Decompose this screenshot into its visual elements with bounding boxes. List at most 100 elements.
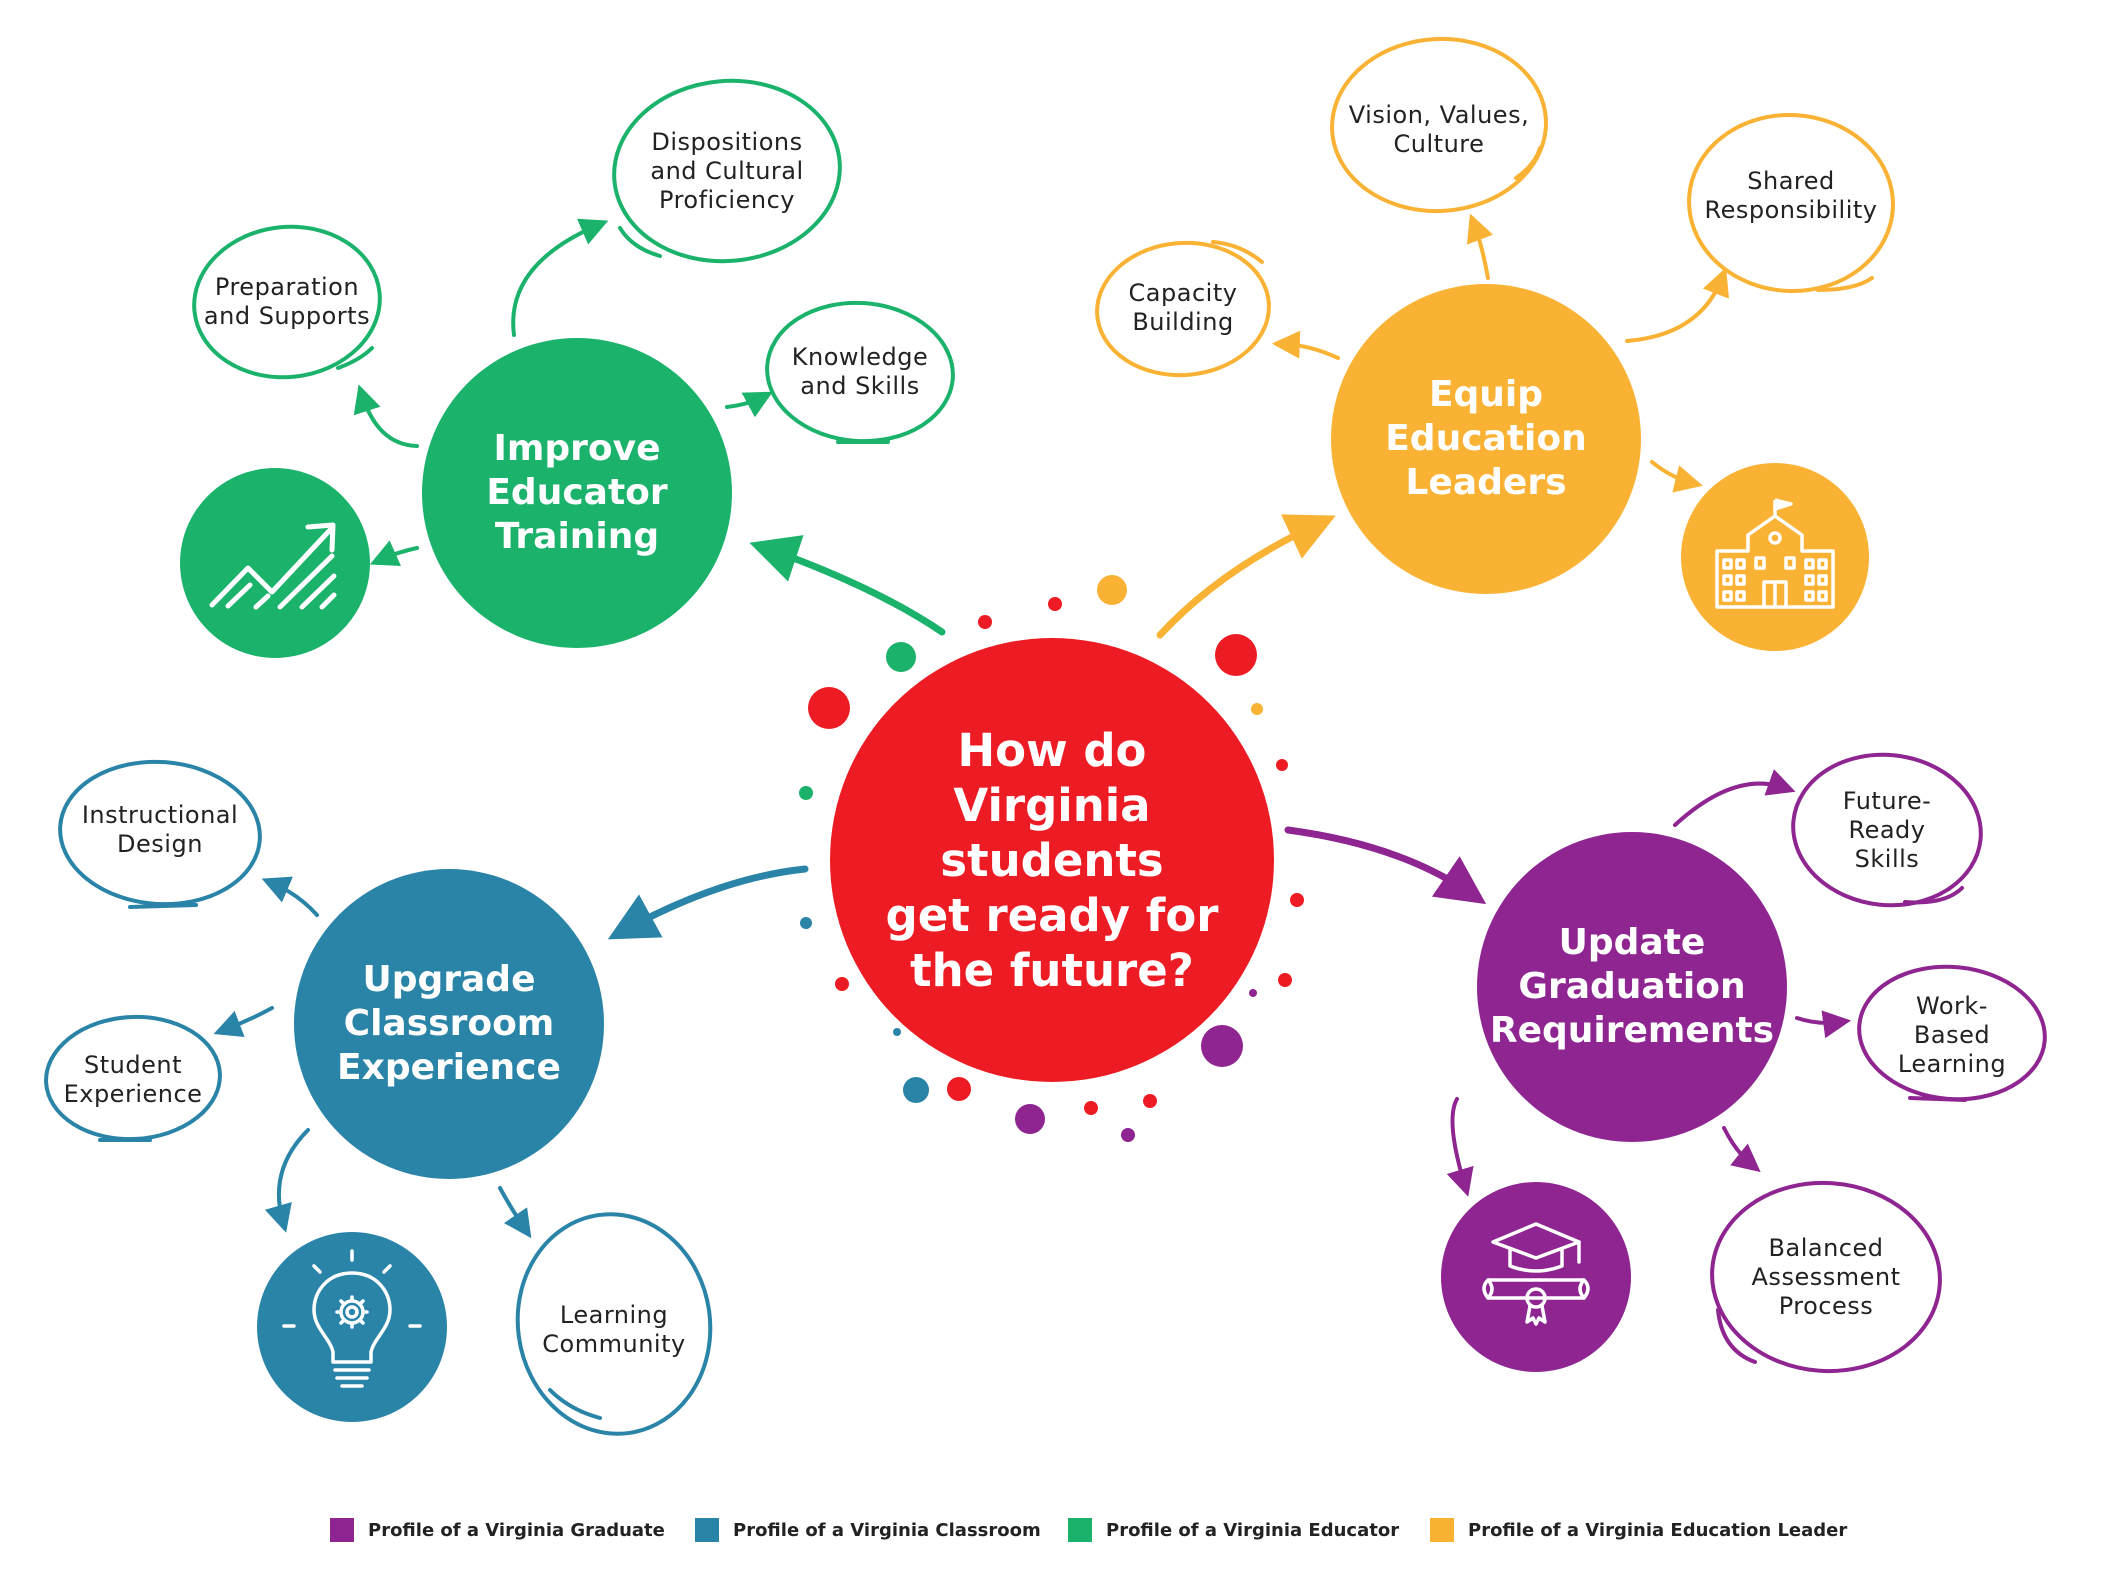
bubble-student-outline — [44, 1014, 222, 1142]
graduate-hub-line-1: Update — [1558, 922, 1706, 963]
legend: Profile of a Virginia Graduate Profile o… — [0, 1518, 2128, 1558]
legend-swatch-educator — [1068, 1518, 1092, 1542]
dispositions-line-3: Proficiency — [659, 185, 795, 214]
bubble-work: Work- Based Learning — [1862, 985, 2042, 1085]
legend-item-leader: Profile of a Virginia Education Leader — [1430, 1518, 1847, 1542]
classroom-hub-line-3: Experience — [337, 1047, 561, 1088]
graduate-icon-circle — [1441, 1182, 1631, 1372]
legend-swatch-classroom — [695, 1518, 719, 1542]
bubble-preparation-outline — [192, 224, 382, 380]
center-line-5: the future? — [910, 943, 1194, 997]
dispositions-line-1: Dispositions — [651, 127, 803, 156]
classroom-hub-label: Upgrade Classroom Experience — [309, 944, 589, 1104]
bubble-student: Student Experience — [43, 1030, 223, 1130]
graduate-hub-label: Update Graduation Requirements — [1482, 907, 1782, 1067]
future-line-2: Ready — [1848, 815, 1926, 844]
instructional-line-1: Instructional — [81, 801, 239, 829]
center-line-4: get ready for — [885, 888, 1219, 942]
vision-line-2: Culture — [1393, 130, 1485, 158]
decorative-dots — [799, 575, 1304, 1142]
center-circle — [830, 638, 1274, 1082]
graduate-branch-arrows — [1446, 769, 1852, 1197]
educator-hub-label: Improve Educator Training — [437, 413, 717, 573]
work-line-2: Based — [1913, 1020, 1991, 1049]
bubble-shared: Shared Responsibility — [1691, 146, 1891, 246]
center-line-2: Virginia — [953, 778, 1151, 832]
leader-hub-line-2: Education — [1385, 418, 1587, 459]
bubble-instructional-outline — [58, 759, 262, 909]
educator-hub-circle — [422, 338, 732, 648]
bubble-shared-outline — [1687, 112, 1895, 294]
bubble-vision-outline — [1330, 36, 1548, 214]
leader-hub-label: Equip Education Leaders — [1346, 359, 1626, 519]
arrow-to-educator — [749, 535, 946, 636]
bubble-preparation: Preparation and Supports — [197, 252, 377, 352]
bubble-instructional: Instructional Design — [60, 780, 260, 880]
bubble-dispositions: Dispositions and Cultural Proficiency — [627, 121, 827, 221]
legend-label-leader: Profile of a Virginia Education Leader — [1468, 1519, 1848, 1541]
graduate-hub-circle — [1477, 832, 1787, 1142]
future-line-3: Skills — [1854, 844, 1920, 873]
bubble-community-outline — [515, 1212, 713, 1436]
capacity-line-1: Capacity — [1128, 279, 1238, 307]
legend-swatch-leader — [1430, 1518, 1454, 1542]
educator-hub-line-1: Improve — [493, 428, 661, 469]
classroom-branch-arrows — [213, 876, 532, 1239]
community-line-1: Learning — [559, 1301, 669, 1329]
shared-line-2: Responsibility — [1704, 196, 1878, 224]
preparation-line-1: Preparation — [214, 273, 360, 301]
arrow-to-leader — [1156, 514, 1336, 639]
school-building-icon — [1715, 498, 1835, 609]
capacity-line-2: Building — [1132, 308, 1234, 336]
preparation-line-2: and Supports — [203, 302, 371, 330]
lightbulb-gear-icon — [282, 1249, 422, 1388]
work-line-1: Work- — [1916, 991, 1988, 1020]
knowledge-line-2: and Skills — [800, 372, 920, 400]
leader-hub-circle — [1331, 284, 1641, 594]
center-question: How do Virginia students get ready for t… — [862, 700, 1242, 1020]
graduate-hub-line-2: Graduation — [1518, 966, 1746, 1007]
future-line-1: Future- — [1842, 786, 1932, 815]
bubble-work-outline — [1857, 964, 2047, 1102]
educator-icon-circle — [180, 468, 370, 658]
bubble-balanced-outline — [1710, 1180, 1942, 1374]
classroom-hub-line-2: Classroom — [343, 1003, 555, 1044]
bubble-capacity: Capacity Building — [1098, 258, 1268, 358]
graduate-hub-line-3: Requirements — [1489, 1010, 1775, 1051]
bubble-balanced: Balanced Assessment Process — [1721, 1227, 1931, 1327]
bubble-dispositions-outline — [612, 78, 842, 264]
balanced-line-3: Process — [1778, 1291, 1874, 1320]
growth-chart-icon — [209, 522, 337, 610]
balanced-line-2: Assessment — [1751, 1262, 1901, 1291]
arrow-to-classroom — [607, 865, 809, 940]
graduation-cap-diploma-icon — [1482, 1222, 1590, 1326]
legend-item-classroom: Profile of a Virginia Classroom — [695, 1518, 1041, 1542]
classroom-hub-line-1: Upgrade — [362, 959, 536, 1000]
work-line-3: Learning — [1897, 1049, 2007, 1078]
arrow-to-graduate — [1284, 826, 1487, 905]
bubble-future: Future- Ready Skills — [1797, 780, 1977, 880]
instructional-line-2: Design — [117, 830, 203, 858]
student-line-2: Experience — [63, 1080, 203, 1108]
legend-item-graduate: Profile of a Virginia Graduate — [330, 1518, 665, 1542]
center-line-1: How do — [957, 723, 1147, 777]
balanced-line-1: Balanced — [1768, 1233, 1884, 1262]
bubble-vision: Vision, Values, Culture — [1339, 80, 1539, 180]
leader-hub-line-1: Equip — [1428, 374, 1544, 415]
classroom-hub-circle — [294, 869, 604, 1179]
bubble-future-outline — [1791, 752, 1983, 908]
dispositions-line-2: and Cultural — [650, 156, 804, 185]
educator-hub-line-2: Educator — [486, 472, 668, 513]
educator-branch-arrows — [353, 218, 773, 566]
legend-swatch-graduate — [330, 1518, 354, 1542]
legend-item-educator: Profile of a Virginia Educator — [1068, 1518, 1399, 1542]
shared-line-1: Shared — [1747, 167, 1835, 195]
bubble-community: Learning Community — [514, 1280, 714, 1380]
leader-icon-circle — [1681, 463, 1869, 651]
leader-branch-arrows — [1271, 213, 1730, 493]
legend-label-graduate: Profile of a Virginia Graduate — [368, 1519, 665, 1541]
bubble-knowledge: Knowledge and Skills — [770, 322, 950, 422]
community-line-2: Community — [542, 1330, 686, 1358]
legend-label-classroom: Profile of a Virginia Classroom — [733, 1519, 1041, 1541]
